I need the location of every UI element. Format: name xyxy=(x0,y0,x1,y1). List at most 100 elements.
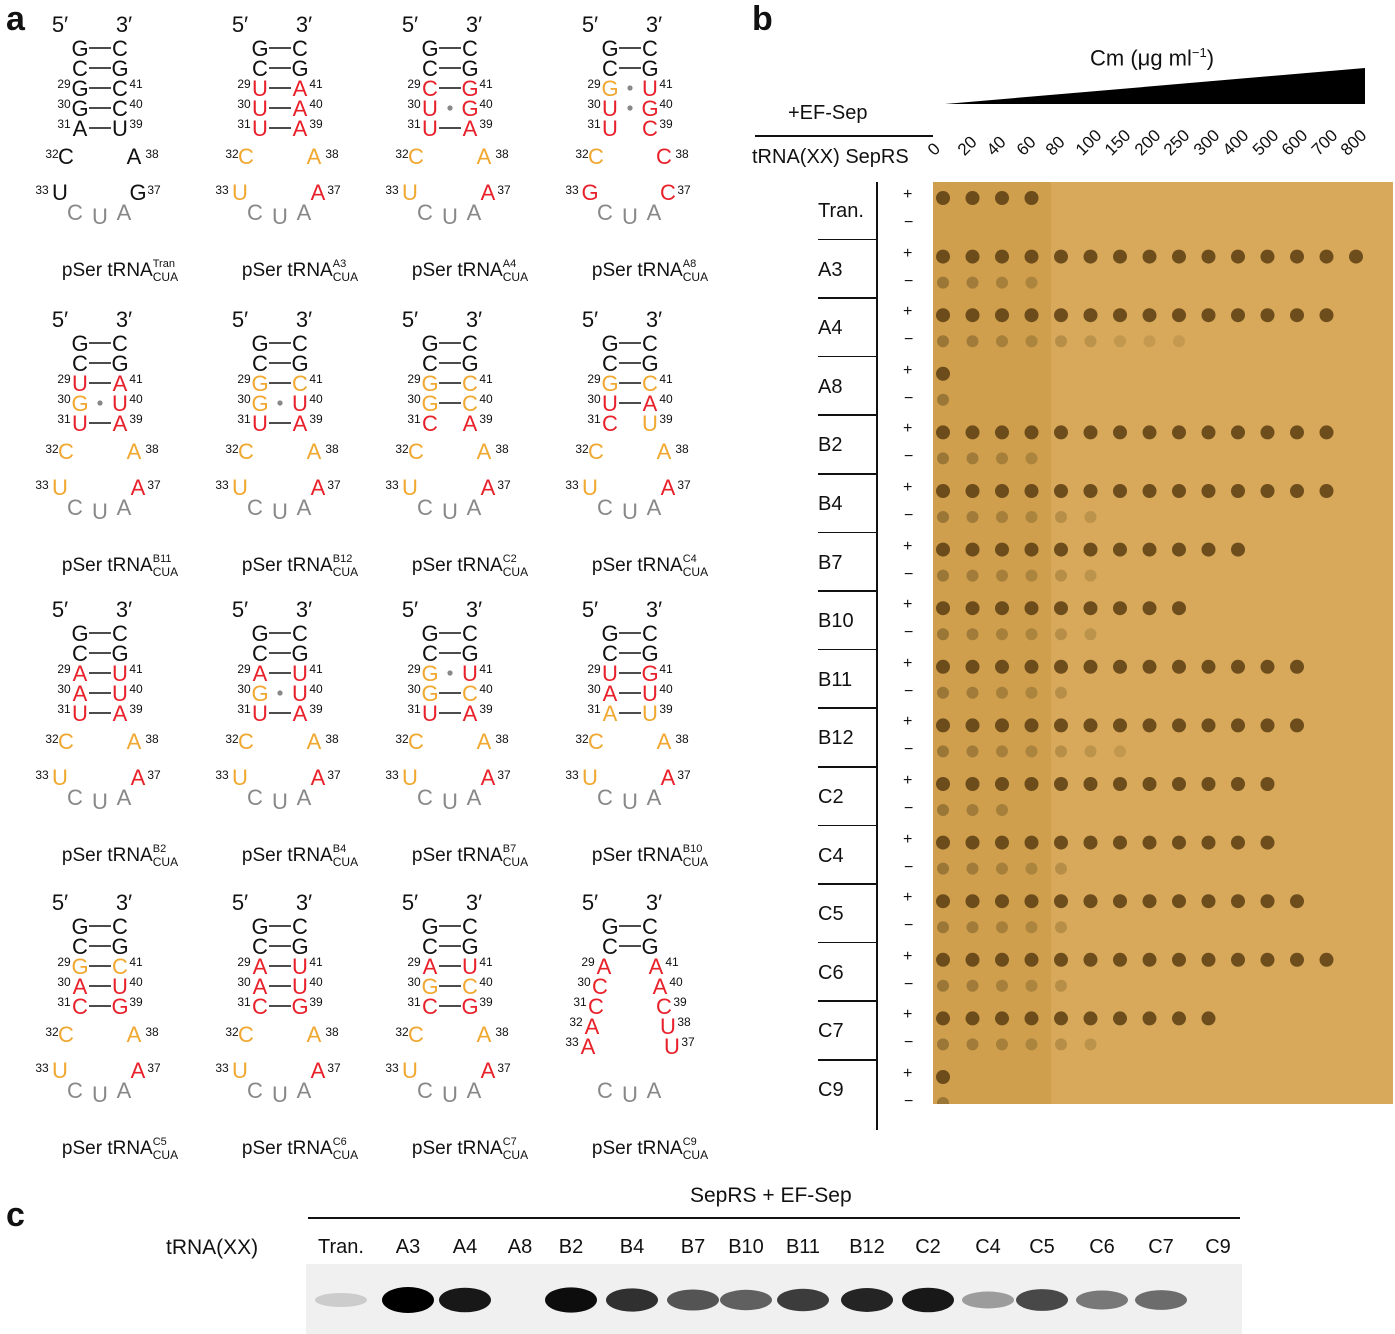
wobble-pair-dot xyxy=(627,105,633,111)
position-number: 33 xyxy=(565,478,579,492)
colony-minus xyxy=(1055,862,1067,875)
nucleotide-right: A xyxy=(463,411,478,436)
nucleotide-left: G xyxy=(421,661,438,686)
nucleotide-right: A xyxy=(113,411,128,436)
five-prime-label: 5′ xyxy=(52,890,68,915)
nucleotide-left: U xyxy=(252,411,268,436)
colony-plus xyxy=(965,542,980,557)
position-number: 40 xyxy=(479,392,493,406)
colony-minus xyxy=(1055,686,1067,699)
nucleotide-right: G xyxy=(111,641,128,666)
row-label-c6: C6 xyxy=(818,961,844,984)
colony-plus xyxy=(1201,425,1216,440)
position-number: 31 xyxy=(57,702,71,716)
colony-plus xyxy=(1024,308,1039,323)
concentration-label: 60 xyxy=(1012,132,1040,160)
position-number: 33 xyxy=(385,183,399,197)
loop-nucleotide-37: A xyxy=(131,475,146,500)
nucleotide-right: G xyxy=(291,351,308,376)
colony-plus xyxy=(1290,718,1304,733)
colony-plus xyxy=(995,191,1009,205)
position-number: 31 xyxy=(237,995,251,1009)
nucleotide-right: C xyxy=(292,914,308,939)
anticodon-c: C xyxy=(247,785,263,810)
colony-plus xyxy=(965,777,980,791)
row-divider xyxy=(818,473,878,475)
loop-nucleotide-33: U xyxy=(52,765,68,790)
blot-band xyxy=(1135,1290,1187,1310)
row-divider xyxy=(818,766,878,768)
nucleotide-right: G xyxy=(291,934,308,959)
nucleotide-left: C xyxy=(72,641,88,666)
nucleotide-right: C xyxy=(462,681,478,706)
colony-plus xyxy=(1172,249,1186,264)
position-number: 33 xyxy=(565,183,579,197)
colony-plus xyxy=(936,777,950,791)
ef-sep-header: +EF-Sep xyxy=(788,102,868,124)
nucleotide-left: G xyxy=(71,621,88,646)
anticodon-a: A xyxy=(117,495,132,520)
colony-minus xyxy=(996,452,1008,465)
colony-plus xyxy=(1054,835,1068,850)
nucleotide-left: G xyxy=(71,954,88,979)
colony-minus xyxy=(996,335,1008,348)
nucleotide-right: C xyxy=(642,371,658,396)
plus-sign: + xyxy=(903,1065,913,1082)
colony-plus xyxy=(1113,601,1127,616)
colony-plus xyxy=(1024,191,1039,205)
wobble-pair-dot xyxy=(277,690,283,696)
loop-nucleotide-left: C xyxy=(592,974,608,999)
position-number: 39 xyxy=(309,412,323,426)
nucleotide-right: U xyxy=(112,116,128,141)
concentration-label: 500 xyxy=(1248,125,1282,160)
colony-plus xyxy=(1142,952,1157,967)
concentration-label: 80 xyxy=(1041,132,1069,160)
nucleotide-right: G xyxy=(111,994,128,1019)
lane-label: B10 xyxy=(728,1236,764,1258)
row-label-b7: B7 xyxy=(818,551,843,574)
nucleotide-left: G xyxy=(71,391,88,416)
colony-plus xyxy=(936,952,950,967)
lane-label: B2 xyxy=(558,1236,584,1258)
position-number: 41 xyxy=(129,662,143,676)
anticodon-a: A xyxy=(647,495,662,520)
nucleotide-left: G xyxy=(71,96,88,121)
colony-plus xyxy=(1113,542,1127,557)
position-number: 37 xyxy=(147,478,161,492)
nucleotide-right: C xyxy=(462,391,478,416)
colony-plus xyxy=(1142,308,1157,323)
colony-plus xyxy=(995,952,1009,967)
nucleotide-left: C xyxy=(422,641,438,666)
five-prime-label: 5′ xyxy=(52,307,68,332)
nucleotide-left: G xyxy=(421,391,438,416)
position-number: 30 xyxy=(587,392,601,406)
colony-plus xyxy=(1113,659,1127,674)
row-label-c4: C4 xyxy=(818,844,844,867)
five-prime-label: 5′ xyxy=(52,12,68,37)
row-divider xyxy=(818,414,878,416)
colony-plus xyxy=(1172,659,1186,674)
position-number: 41 xyxy=(659,77,673,91)
nucleotide-left: U xyxy=(72,701,88,726)
five-prime-label: 5′ xyxy=(232,890,248,915)
position-number: 30 xyxy=(57,97,71,111)
colony-plus xyxy=(1142,601,1157,616)
colony-plus xyxy=(1054,952,1068,967)
nucleotide-left: C xyxy=(602,641,618,666)
position-number: 40 xyxy=(309,682,323,696)
blot-title-rule xyxy=(308,1217,1240,1219)
anticodon-u: U xyxy=(622,499,638,524)
nucleotide-right: A xyxy=(293,76,308,101)
position-number: 39 xyxy=(479,995,493,1009)
anticodon-c: C xyxy=(597,1078,613,1103)
colony-plus xyxy=(1260,835,1275,850)
nucleotide-right: G xyxy=(291,56,308,81)
three-prime-label: 3′ xyxy=(116,12,132,37)
nucleotide-right: C xyxy=(292,331,308,356)
colony-plus xyxy=(1024,659,1039,674)
